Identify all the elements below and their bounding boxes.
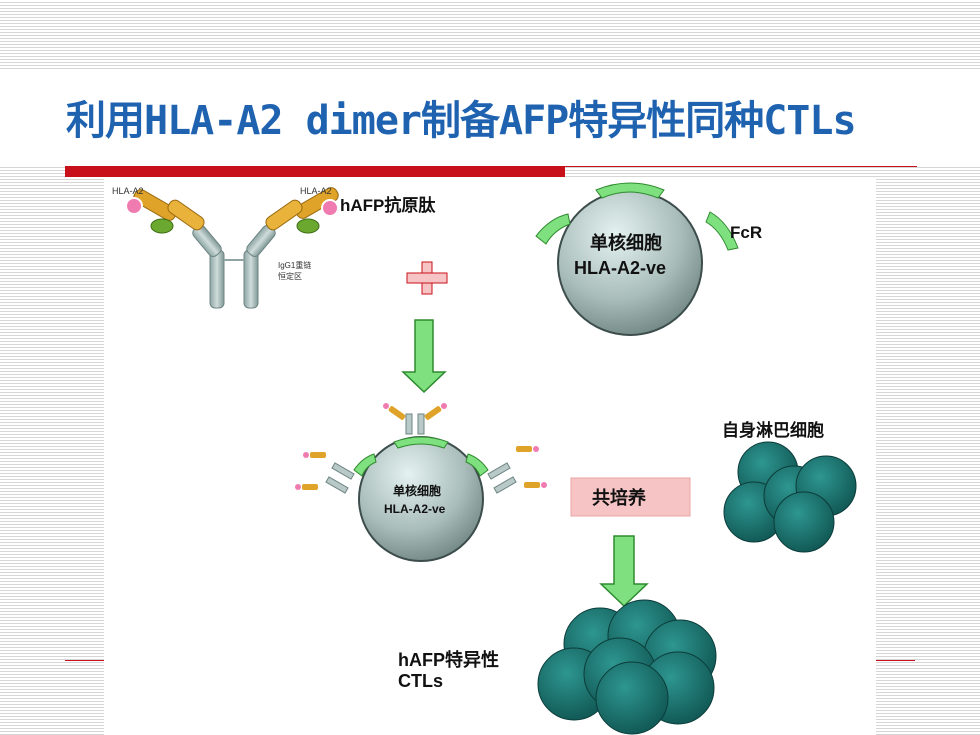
title-underline-line — [565, 166, 917, 167]
hla-a2-right-arm — [265, 187, 339, 234]
footer-line-right — [875, 660, 915, 661]
coculture-box: 共培养 — [570, 477, 691, 517]
diagram-figure: HLA-A2 HLA-A2 hAFP抗原肽 IgG1重链 恒定区 单核细胞 HL… — [104, 178, 876, 735]
fcr-receptor-left — [535, 213, 571, 245]
down-arrow-1 — [401, 319, 447, 394]
title-band — [0, 70, 980, 165]
igg1-label-line2: 恒定区 — [278, 271, 302, 281]
title-underline-bar — [65, 166, 565, 177]
monocyte-complex-line2: HLA-A2-ve — [384, 502, 446, 516]
mini-dimer-top — [383, 403, 447, 435]
hla-a2-left-label: HLA-A2 — [112, 186, 144, 196]
fcr-receptor-right — [705, 211, 739, 251]
mini-dimer-left — [295, 452, 355, 494]
autologous-lymphocytes: 自身淋巴细胞 — [722, 420, 857, 553]
slide-title: 利用HLA-A2 dimer制备AFP特异性同种CTLs — [66, 98, 857, 144]
monocyte-top: 单核细胞 HLA-A2-ve FcR — [535, 182, 762, 336]
lymphocyte-label: 自身淋巴细胞 — [722, 420, 824, 440]
monocyte-top-line2: HLA-A2-ve — [574, 258, 666, 278]
hafp-peptide-label: hAFP抗原肽 — [340, 195, 436, 215]
hla-a2-left-arm — [125, 189, 205, 234]
specific-ctls: hAFP特异性 CTLs — [398, 599, 717, 735]
diagram-svg: HLA-A2 HLA-A2 hAFP抗原肽 IgG1重链 恒定区 单核细胞 HL… — [112, 182, 857, 735]
monocyte-complex-line1: 单核细胞 — [393, 483, 441, 498]
down-arrow-2 — [599, 535, 649, 608]
monocyte-top-line1: 单核细胞 — [590, 232, 662, 253]
monocyte-complex: 单核细胞 HLA-A2-ve — [295, 403, 547, 562]
mini-dimer-right — [487, 446, 547, 494]
plus-sign — [406, 261, 448, 295]
fcr-receptor-top — [595, 182, 665, 199]
coculture-label: 共培养 — [592, 487, 647, 508]
footer-line-left — [65, 660, 105, 661]
hla-a2-right-label: HLA-A2 — [300, 186, 332, 196]
hla-a2-dimer: HLA-A2 HLA-A2 hAFP抗原肽 IgG1重链 恒定区 — [112, 186, 436, 309]
ctl-label-line1: hAFP特异性 — [398, 649, 499, 670]
fcr-label: FcR — [730, 223, 762, 242]
antibody-stem — [192, 225, 276, 309]
ctl-label-line2: CTLs — [398, 671, 443, 691]
igg1-label-line1: IgG1重链 — [278, 260, 311, 270]
